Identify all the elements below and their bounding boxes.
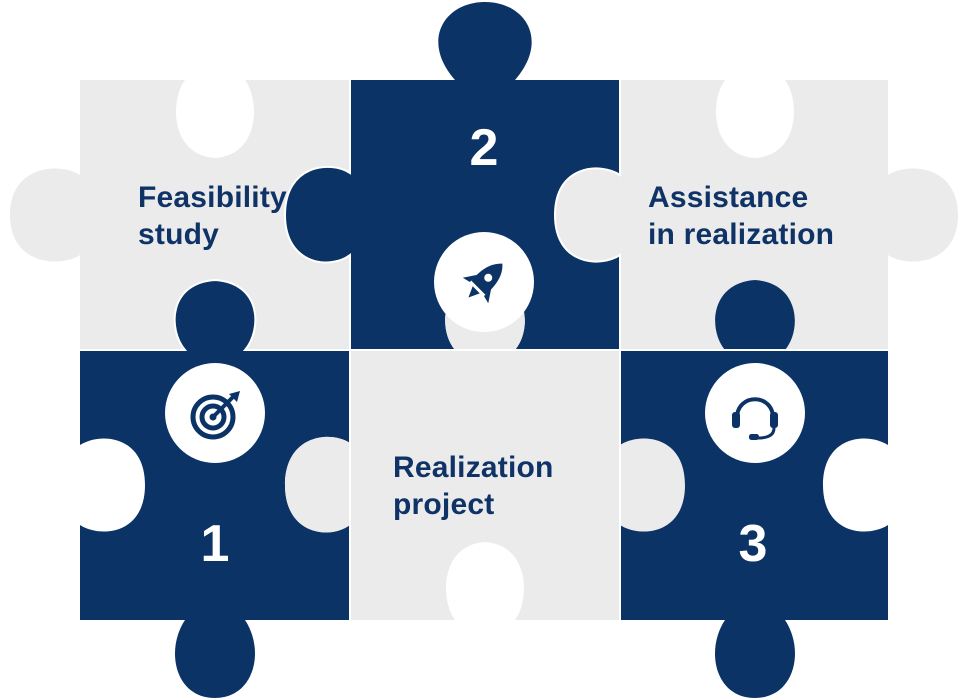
label-feasibility-study: Feasibility study — [138, 181, 287, 251]
step-number-2: 2 — [469, 119, 499, 177]
puzzle-piece-step-2 — [285, 2, 620, 350]
puzzle-piece-assistance-in-realization — [555, 80, 958, 350]
step-number-1: 1 — [200, 515, 230, 573]
headset-icon — [705, 363, 805, 463]
puzzle-piece-step-3 — [620, 280, 888, 698]
rocket-icon — [434, 232, 534, 332]
label-realization-project: Realization project — [393, 451, 554, 521]
piece-seams — [80, 80, 888, 620]
puzzle-piece-feasibility-study — [10, 80, 350, 350]
target-icon — [165, 363, 265, 463]
puzzle-piece-realization-project — [285, 280, 685, 620]
label-assistance-in-realization: Assistance in realization — [648, 181, 835, 251]
step-number-3: 3 — [738, 515, 768, 573]
puzzle-piece-step-1 — [80, 280, 350, 698]
